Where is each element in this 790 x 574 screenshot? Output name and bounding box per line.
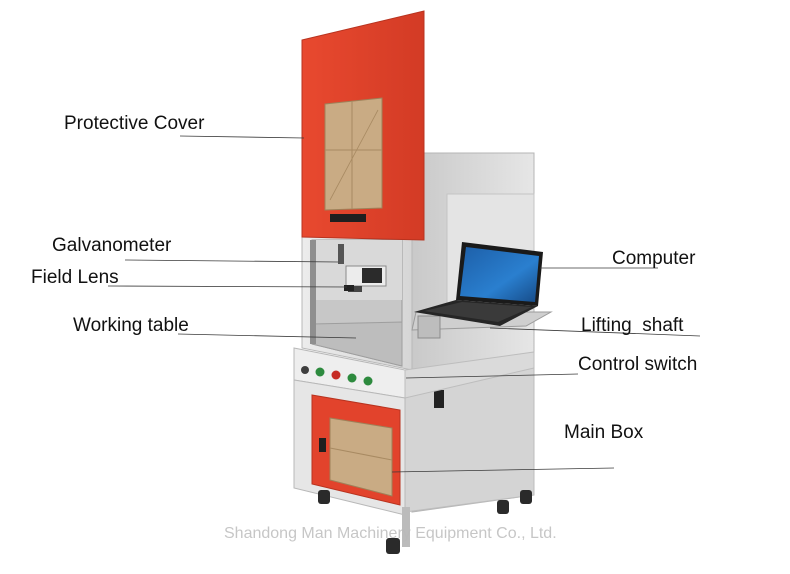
side-latch-icon [434, 390, 444, 408]
control-knob-icon [301, 366, 309, 374]
label-main-box: Main Box [564, 422, 644, 443]
control-switch-red-icon [331, 370, 341, 380]
company-watermark: Shandong Man Machinery Equipment Co., Lt… [224, 525, 557, 542]
main-box [293, 379, 406, 516]
label-galvanometer: Galvanometer [52, 235, 172, 256]
leader-line-protective-cover [179, 135, 305, 139]
control-switch-green-icon [315, 367, 325, 377]
lock-icon [319, 438, 326, 452]
leader-line-field-lens [107, 285, 348, 288]
label-control-switch: Control switch [578, 354, 698, 375]
control-panel [293, 347, 535, 399]
caster-wheels [318, 490, 532, 554]
leader-lines [107, 135, 701, 473]
label-working-table: Working table [73, 315, 189, 336]
field-lens [344, 285, 354, 291]
label-lifting-shaft: Lifting shaft [581, 315, 684, 336]
leader-line-galvanometer [124, 259, 339, 263]
cover-handle [330, 214, 366, 222]
leader-line-main-box [391, 467, 615, 473]
control-switch-green-icon [347, 373, 357, 383]
computer [411, 242, 553, 339]
cabinet-front-upper [301, 235, 413, 371]
galvanometer-head [345, 265, 387, 292]
label-protective-cover: Protective Cover [64, 113, 205, 134]
control-switch-green-icon [363, 376, 373, 386]
protective-cover [301, 10, 425, 241]
galvanometer-arm [338, 244, 344, 264]
leader-line-lifting-shaft [489, 327, 701, 337]
leader-line-control-switch [405, 373, 579, 379]
leader-line-working-table [177, 333, 357, 339]
label-field-lens: Field Lens [31, 267, 119, 288]
label-computer: Computer [612, 248, 696, 269]
